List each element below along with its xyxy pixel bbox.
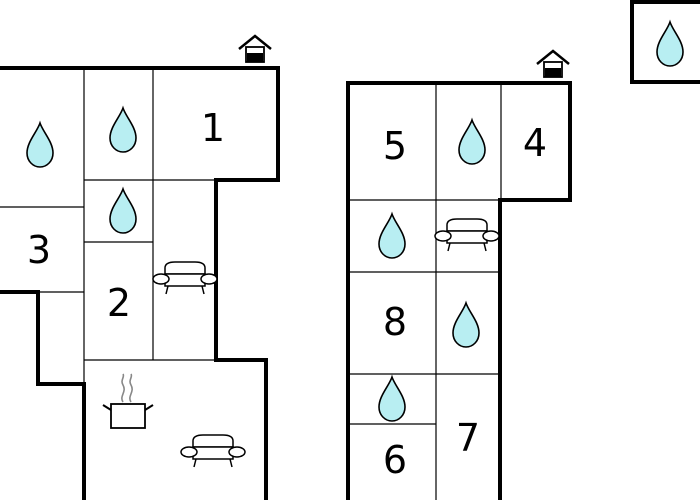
outbuilding bbox=[630, 0, 700, 84]
water-drop-icon bbox=[656, 19, 684, 67]
room-number-1: 1 bbox=[201, 106, 225, 150]
room-number-2: 2 bbox=[107, 281, 131, 325]
water-drop-icon bbox=[378, 374, 406, 422]
water-drop-icon bbox=[458, 117, 486, 165]
entrance-house-icon bbox=[536, 49, 570, 78]
entrance-house-icon bbox=[238, 34, 272, 63]
sofa-icon bbox=[434, 218, 500, 252]
right-building bbox=[346, 81, 572, 500]
water-drop-icon bbox=[109, 186, 137, 234]
water-drop-icon bbox=[452, 300, 480, 348]
water-drop-icon bbox=[26, 120, 54, 168]
sofa-icon bbox=[180, 434, 246, 468]
water-drop-icon bbox=[378, 211, 406, 259]
cooking-pot-icon bbox=[102, 373, 154, 429]
room-number-7: 7 bbox=[456, 416, 480, 460]
room-number-4: 4 bbox=[523, 121, 547, 165]
room-number-6: 6 bbox=[383, 438, 407, 482]
room-number-5: 5 bbox=[383, 124, 407, 168]
water-drop-icon bbox=[109, 105, 137, 153]
room-number-3: 3 bbox=[27, 228, 51, 272]
room-number-8: 8 bbox=[383, 300, 407, 344]
sofa-icon bbox=[152, 261, 218, 295]
right-building-outline bbox=[346, 81, 572, 500]
left-building bbox=[0, 66, 280, 500]
left-building-outline bbox=[0, 66, 280, 500]
